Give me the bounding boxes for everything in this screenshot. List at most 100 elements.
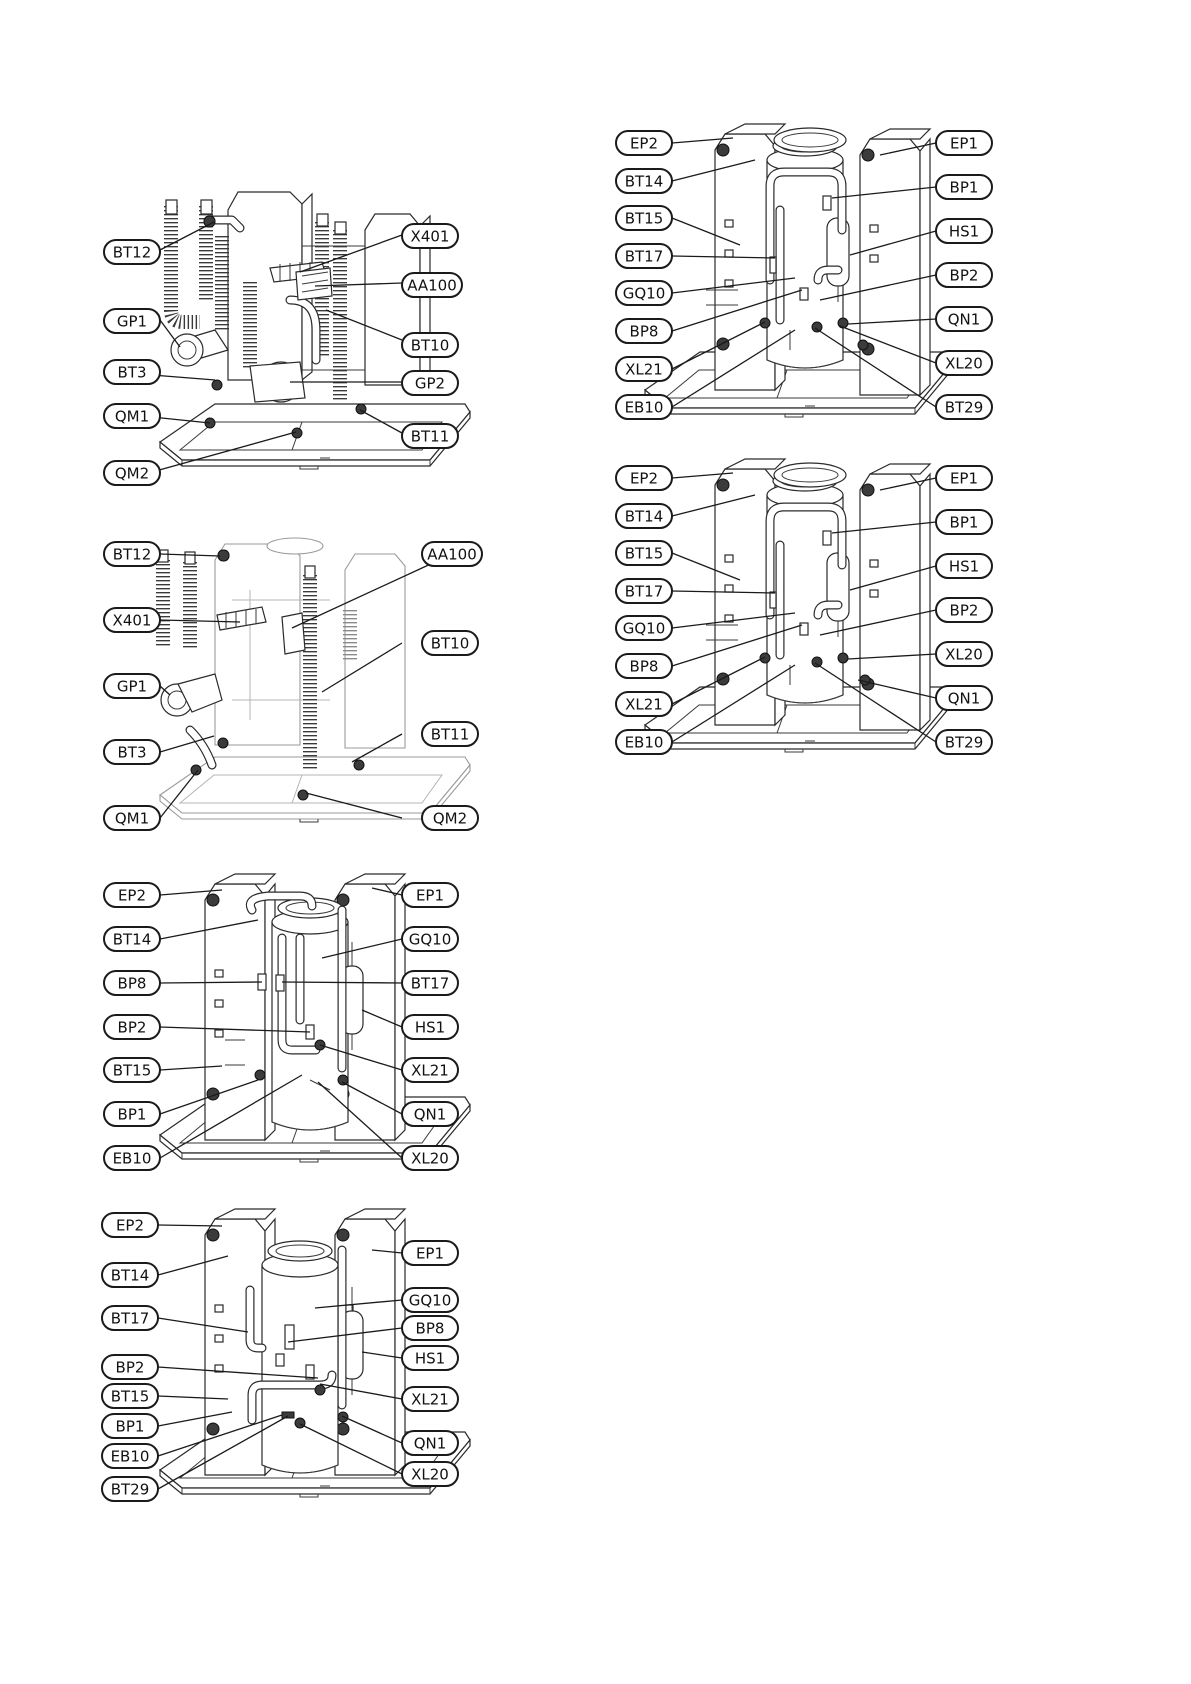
- callout-bp8: BP8: [615, 318, 673, 344]
- callout-gq10: GQ10: [615, 615, 673, 641]
- diagram-2-callouts: BT12 AA100 X401 BT10 GP1 BT11 BT3 QM1 QM…: [103, 541, 483, 831]
- diagram-3-callouts: EP2 EP1 BT14 GQ10 BP8 BT17 BP2 HS1 BT15 …: [103, 882, 459, 1171]
- svg-text:BT12: BT12: [113, 546, 152, 564]
- callout-xl20: XL20: [401, 1145, 459, 1171]
- callout-xl21: XL21: [401, 1057, 459, 1083]
- diagram-6-unit-drawing: [644, 458, 956, 753]
- callout-hs1: HS1: [401, 1345, 459, 1371]
- diagram-5-callouts: EP2 EP1 BT14 BP1 BT15 HS1 BT17 BP2 GQ10 …: [615, 130, 993, 420]
- svg-text:EP1: EP1: [416, 1245, 444, 1263]
- svg-text:XL20: XL20: [945, 355, 983, 373]
- svg-text:BP1: BP1: [116, 1418, 145, 1436]
- callout-bt12: BT12: [103, 239, 161, 265]
- callout-bt14: BT14: [615, 168, 673, 194]
- svg-text:BT29: BT29: [945, 734, 984, 752]
- svg-text:BT3: BT3: [118, 744, 147, 762]
- callout-bp1: BP1: [935, 509, 993, 535]
- svg-text:EP2: EP2: [630, 135, 658, 153]
- diagram-1-leaders: [151, 221, 403, 473]
- svg-text:BT11: BT11: [431, 726, 470, 744]
- diagram-2-unit-drawing: [156, 537, 471, 823]
- callout-bt29: BT29: [935, 729, 993, 755]
- callout-eb10: EB10: [615, 729, 673, 755]
- svg-text:AA100: AA100: [427, 546, 477, 564]
- callout-bp2: BP2: [101, 1354, 159, 1380]
- callout-bt15: BT15: [615, 205, 673, 231]
- svg-text:HS1: HS1: [949, 223, 979, 241]
- callout-gp1: GP1: [103, 308, 161, 334]
- diagram-3-leaders: [159, 887, 403, 1159]
- callout-bt3: BT3: [103, 359, 161, 385]
- callout-ep1: EP1: [935, 465, 993, 491]
- svg-text:QN1: QN1: [948, 311, 981, 329]
- diagram-6-leaders: [671, 472, 937, 743]
- svg-text:GQ10: GQ10: [409, 1292, 452, 1310]
- svg-text:XL21: XL21: [625, 361, 663, 379]
- callout-bt15: BT15: [103, 1057, 161, 1083]
- callout-eb10: EB10: [615, 394, 673, 420]
- svg-text:EP2: EP2: [118, 887, 146, 905]
- callout-hs1: HS1: [935, 553, 993, 579]
- svg-text:BP2: BP2: [950, 602, 979, 620]
- svg-text:XL21: XL21: [411, 1391, 449, 1409]
- svg-text:BP8: BP8: [416, 1320, 445, 1338]
- callout-bp8: BP8: [615, 653, 673, 679]
- diagram-2-leaders: [159, 553, 436, 819]
- callout-bp2: BP2: [935, 262, 993, 288]
- svg-text:QM2: QM2: [115, 465, 149, 483]
- svg-text:BT14: BT14: [625, 173, 664, 191]
- svg-text:BT29: BT29: [111, 1481, 150, 1499]
- callout-bt3: BT3: [103, 739, 161, 765]
- callout-bt11: BT11: [421, 721, 479, 747]
- diagram-3-unit-drawing: [159, 873, 471, 1163]
- callout-gq10: GQ10: [615, 280, 673, 306]
- callout-bt10: BT10: [401, 332, 459, 358]
- svg-text:EP2: EP2: [116, 1217, 144, 1235]
- svg-text:GQ10: GQ10: [623, 285, 666, 303]
- svg-text:XL20: XL20: [411, 1150, 449, 1168]
- callout-ep2: EP2: [615, 130, 673, 156]
- svg-text:EP1: EP1: [950, 135, 978, 153]
- svg-text:QM2: QM2: [433, 810, 467, 828]
- svg-text:GQ10: GQ10: [409, 931, 452, 949]
- callout-qm1: QM1: [103, 805, 161, 831]
- callout-bt14: BT14: [615, 503, 673, 529]
- callout-bt17: BT17: [101, 1305, 159, 1331]
- callout-qm2: QM2: [103, 460, 161, 486]
- svg-text:BT14: BT14: [113, 931, 152, 949]
- svg-text:BT17: BT17: [625, 583, 664, 601]
- diagram-6-callouts: EP2 EP1 BT14 BP1 BT15 HS1 BT17 BP2 GQ10 …: [615, 465, 993, 755]
- svg-text:EP1: EP1: [416, 887, 444, 905]
- diagram-1-hydronic-module: BT12 X401 AA100 GP1 BT10 BT3 GP2 QM1 BT1…: [103, 191, 471, 486]
- callout-xl21: XL21: [615, 691, 673, 717]
- svg-text:QN1: QN1: [948, 690, 981, 708]
- svg-text:QM1: QM1: [115, 408, 149, 426]
- svg-text:BT11: BT11: [411, 428, 450, 446]
- callout-bt14: BT14: [101, 1262, 159, 1288]
- callout-eb10: EB10: [103, 1145, 161, 1171]
- callout-hs1: HS1: [401, 1014, 459, 1040]
- callout-qm1: QM1: [103, 403, 161, 429]
- callout-aa100: AA100: [421, 541, 483, 567]
- svg-text:QN1: QN1: [414, 1106, 447, 1124]
- svg-text:QN1: QN1: [414, 1435, 447, 1453]
- callout-bp1: BP1: [935, 174, 993, 200]
- callout-eb10: EB10: [101, 1443, 159, 1469]
- callout-xl21: XL21: [401, 1386, 459, 1412]
- diagram-5-cooling-module-alt: EP2 EP1 BT14 BP1 BT15 HS1 BT17 BP2 GQ10 …: [615, 123, 993, 420]
- callout-bt29: BT29: [101, 1476, 159, 1502]
- svg-text:XL20: XL20: [411, 1466, 449, 1484]
- svg-text:GP1: GP1: [117, 678, 147, 696]
- callout-aa100: AA100: [401, 272, 463, 298]
- callout-qn1: QN1: [935, 685, 993, 711]
- svg-text:BP1: BP1: [950, 514, 979, 532]
- callout-bt17: BT17: [615, 578, 673, 604]
- diagram-4-cooling-module-variant: EP2 EP1 BT14 GQ10 BP8 BT17 HS1 BP2 XL21 …: [101, 1208, 471, 1502]
- svg-text:EB10: EB10: [625, 399, 664, 417]
- svg-text:BT15: BT15: [111, 1388, 150, 1406]
- callout-bt11: BT11: [401, 423, 459, 449]
- svg-text:BT14: BT14: [625, 508, 664, 526]
- callout-bp2: BP2: [935, 597, 993, 623]
- svg-text:BT3: BT3: [118, 364, 147, 382]
